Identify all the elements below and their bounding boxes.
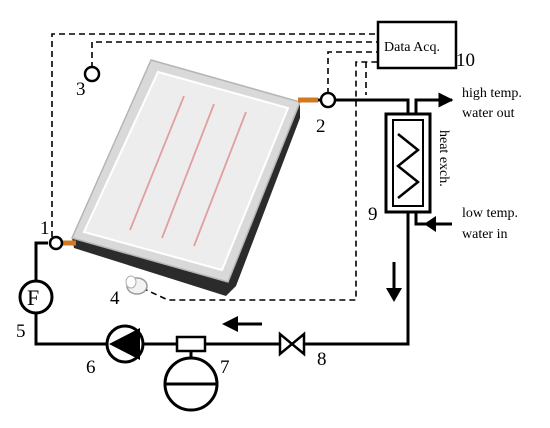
- label-1: 1: [40, 218, 50, 239]
- water-out-label: water out: [462, 106, 515, 121]
- hx-in-pipe: [414, 212, 452, 226]
- temp-sensor-1: [48, 235, 64, 251]
- collector-dark-side: [72, 104, 300, 296]
- label-6: 6: [86, 357, 96, 378]
- temp-sensor-2: [319, 91, 337, 109]
- label-10: 10: [456, 50, 475, 71]
- pipe-outlet: [318, 98, 410, 124]
- data-acq-label: Data Acq.: [384, 40, 440, 55]
- label-8: 8: [317, 349, 327, 370]
- hx-label: heat exch.: [436, 130, 451, 187]
- high-temp-label: high temp.: [462, 86, 522, 101]
- label-5: 5: [16, 321, 26, 342]
- solar-collector-panel: [62, 59, 318, 296]
- wire-sensor-3: [91, 41, 378, 68]
- water-loop: [34, 98, 410, 346]
- pump: [105, 324, 145, 364]
- label-4: 4: [110, 288, 120, 309]
- ambient-temp-sensor-3: [83, 65, 101, 83]
- flow-arrow-left: [222, 316, 262, 332]
- expansion-tank: [163, 335, 219, 412]
- low-temp-label: low temp.: [462, 206, 518, 221]
- flow-arrow-down: [386, 262, 402, 302]
- hx-out-pipe: [414, 92, 454, 114]
- valve: [278, 331, 306, 357]
- collector-riser-3: [193, 111, 247, 247]
- pyranometer: [125, 275, 148, 295]
- pipe-pump-to-flowmeter: [34, 312, 106, 346]
- water-in-label: water in: [462, 227, 507, 242]
- flowmeter-label: F: [27, 285, 39, 310]
- flowmeter: [18, 279, 54, 315]
- heat-exchanger: [384, 92, 454, 232]
- label-7: 7: [220, 357, 230, 378]
- wire-sensor-2: [327, 51, 378, 94]
- heat-exchanger-coil: [395, 133, 421, 199]
- pipe-flowmeter-to-inlet: [34, 241, 48, 282]
- data-acq-box: [376, 20, 458, 70]
- wire-sensor-4: [141, 61, 378, 301]
- label-3: 3: [76, 79, 86, 100]
- collector-riser-1: [129, 95, 185, 231]
- label-2: 2: [316, 116, 326, 137]
- data-wiring: [51, 33, 378, 301]
- pipe-return: [302, 212, 410, 346]
- wire-sensor-1: [51, 33, 378, 237]
- hx-in-arrowhead: [424, 216, 436, 232]
- collector-glass: [82, 70, 290, 272]
- collector-riser-2: [161, 103, 215, 239]
- label-9: 9: [368, 204, 378, 225]
